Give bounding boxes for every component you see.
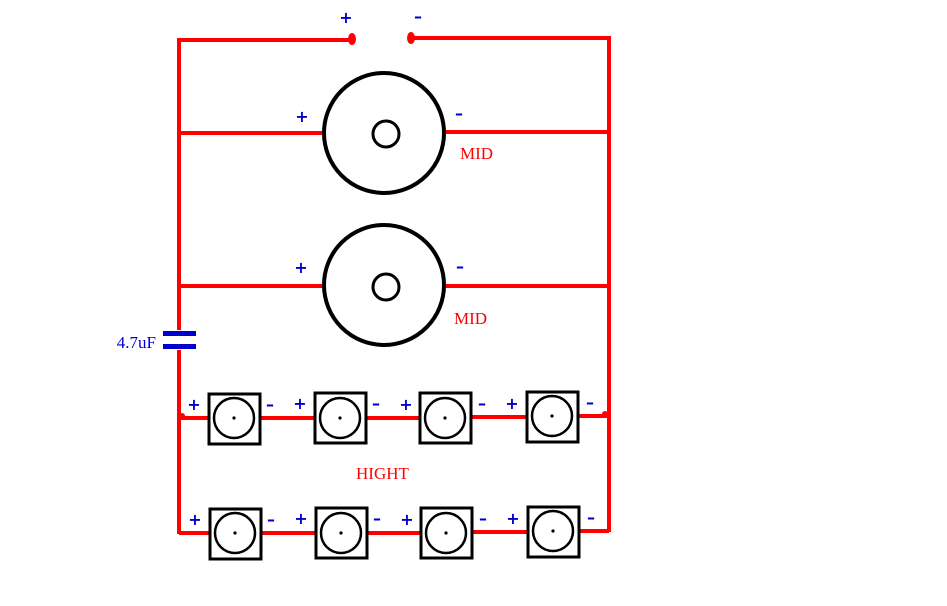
tweeter-2-1-plus: + bbox=[188, 510, 201, 529]
tweeter-1-3-minus: – bbox=[478, 394, 486, 413]
tweeter-2-3-plus: + bbox=[400, 510, 413, 529]
mid-speaker-1-plus: + bbox=[295, 107, 308, 126]
tweeter-1-1-minus: – bbox=[266, 395, 274, 414]
tweeter-2-4-plus: + bbox=[506, 509, 519, 528]
mid-speaker-2-minus: – bbox=[456, 257, 464, 276]
tweeter-1-2-plus: + bbox=[293, 394, 306, 413]
tweeter-1-4-plus: + bbox=[505, 394, 518, 413]
input-minus-symbol: – bbox=[414, 7, 422, 26]
tweeter-2-3-center-icon bbox=[444, 531, 448, 535]
tweeter-2-1-minus: – bbox=[267, 510, 275, 529]
tweeter-1-1-center-icon bbox=[232, 416, 236, 420]
tweeter: + – bbox=[400, 506, 487, 560]
tweeter-1-1-plus: + bbox=[187, 395, 200, 414]
tweeter-1-3-center-icon bbox=[443, 416, 447, 420]
tweeter-2-2-center-icon bbox=[339, 531, 343, 535]
tweeter: + – bbox=[188, 507, 275, 561]
tweeter: + – bbox=[187, 392, 274, 446]
tweeter-1-4-center-icon bbox=[550, 414, 554, 418]
mid-speaker-1-dustcap-icon bbox=[371, 119, 401, 149]
capacitor-icon bbox=[163, 331, 196, 336]
tweeter-1-4-minus: – bbox=[586, 393, 594, 412]
capacitor-icon bbox=[163, 344, 196, 349]
tweeter-2-1-center-icon bbox=[233, 531, 237, 535]
mid-speaker-2-label: MID bbox=[454, 309, 487, 328]
tweeter-2-4-center-icon bbox=[551, 529, 555, 533]
tweeter-2-2-plus: + bbox=[294, 509, 307, 528]
mid-speaker-2-plus: + bbox=[294, 258, 307, 277]
tweeter-2-3-minus: – bbox=[479, 509, 487, 528]
junction-dot bbox=[602, 411, 608, 417]
capacitor: 4.7uF bbox=[117, 331, 196, 352]
mid-speaker: + – MID bbox=[294, 223, 487, 347]
tweeter-2-2-minus: – bbox=[373, 509, 381, 528]
tweeter-2-4-minus: – bbox=[587, 508, 595, 527]
tweeter: + – bbox=[399, 391, 486, 445]
input-plus-symbol: + bbox=[339, 8, 352, 27]
high-group-label: HIGHT bbox=[356, 464, 409, 483]
input-terminal-plus bbox=[348, 33, 356, 45]
tweeter: + – bbox=[293, 391, 380, 445]
input-terminals: + – bbox=[339, 7, 422, 27]
input-terminal-minus bbox=[407, 32, 415, 44]
junctions bbox=[179, 32, 608, 419]
capacitor-label: 4.7uF bbox=[117, 333, 156, 352]
tweeter-1-2-minus: – bbox=[372, 394, 380, 413]
mid-speaker-2-dustcap-icon bbox=[371, 272, 401, 302]
tweeter-1-2-center-icon bbox=[338, 416, 342, 420]
mid-speaker-1-label: MID bbox=[460, 144, 493, 163]
tweeter: + – bbox=[505, 390, 594, 444]
tweeter: + – bbox=[506, 505, 595, 559]
mid-speaker-1-minus: – bbox=[455, 104, 463, 123]
mid-speaker: + – MID bbox=[295, 71, 493, 195]
tweeter-1-3-plus: + bbox=[399, 395, 412, 414]
tweeter: + – bbox=[294, 506, 381, 560]
junction-dot bbox=[179, 413, 185, 419]
